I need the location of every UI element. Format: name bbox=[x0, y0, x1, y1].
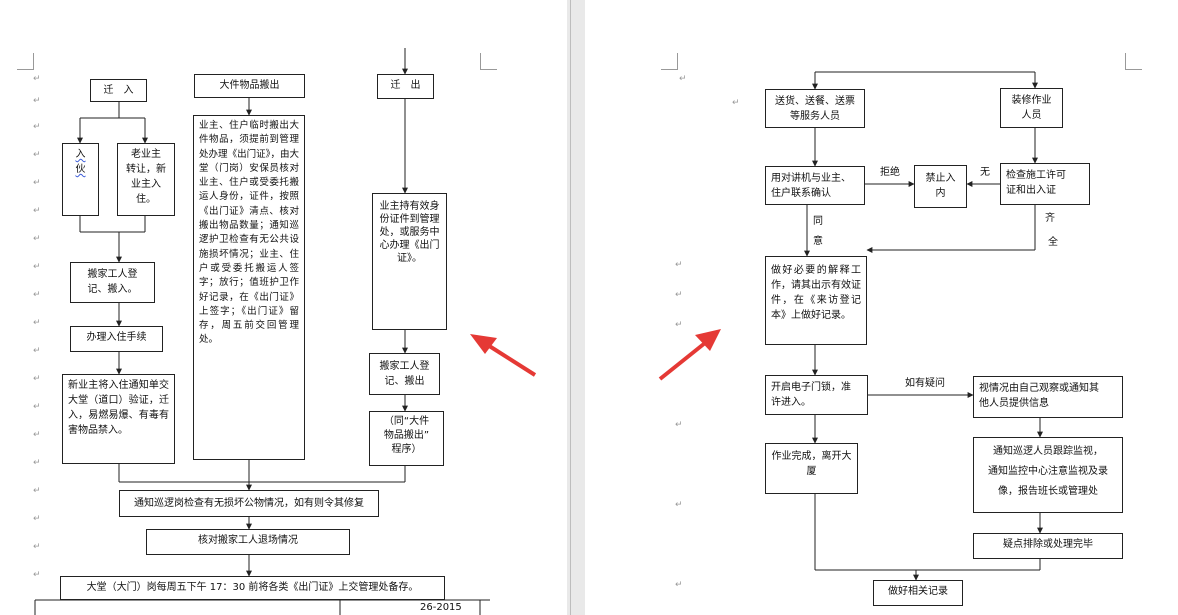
page-divider bbox=[570, 0, 571, 615]
red-arrow-icon bbox=[470, 334, 537, 377]
paragraph-mark: ↵ bbox=[33, 262, 41, 272]
open-door-box: 开启电子门锁，准 许进入。 bbox=[765, 375, 868, 415]
paragraph-mark: ↵ bbox=[33, 486, 41, 496]
move-out-detail-box: 业主持有效身份证件到管理处，或服务中心办理《出门证》。 bbox=[372, 193, 447, 330]
page-corner-mark bbox=[480, 53, 497, 70]
none-label: 无 bbox=[980, 167, 990, 178]
complete-label-b: 全 bbox=[1048, 237, 1058, 248]
paragraph-mark: ↵ bbox=[675, 290, 683, 300]
paragraph-mark: ↵ bbox=[675, 260, 683, 270]
lobby-submit-box: 大堂（大门）岗每周五下午 17：30 前将各类《出门证》上交管理处备存。 bbox=[60, 576, 445, 600]
doubt-clear-box: 疑点排除或处理完毕 bbox=[973, 533, 1123, 559]
reject-label: 拒绝 bbox=[880, 167, 900, 178]
paragraph-mark: ↵ bbox=[33, 122, 41, 132]
page-corner-mark bbox=[1125, 53, 1142, 70]
document-page-left: 迁 入 大件物品搬出 迁 出 入 伙 老业主 转让，新 业主入 住。 业主、住户… bbox=[0, 0, 567, 615]
paragraph-mark: ↵ bbox=[675, 420, 683, 430]
red-arrow-icon bbox=[658, 329, 721, 381]
paragraph-mark: ↵ bbox=[33, 290, 41, 300]
paragraph-mark: ↵ bbox=[33, 150, 41, 160]
doubt-label: 如有疑问 bbox=[905, 378, 945, 389]
notify-patrol-box: 通知巡逻岗检查有无损坏公物情况，如有则令其修复 bbox=[119, 490, 379, 517]
paragraph-mark: ↵ bbox=[33, 402, 41, 412]
document-page-right: 送货、送餐、送票 等服务人员 装修作业 人员 用对讲机与业主、 住户联系确认 拒… bbox=[585, 0, 1178, 615]
page-corner-mark bbox=[661, 53, 678, 70]
move-in-procedure-box: 办理入住手续 bbox=[70, 326, 163, 352]
paragraph-mark: ↵ bbox=[33, 96, 41, 106]
paragraph-mark: ↵ bbox=[33, 346, 41, 356]
paragraph-mark: ↵ bbox=[33, 206, 41, 216]
paragraph-mark: ↵ bbox=[675, 580, 683, 590]
flowchart-connectors-left bbox=[34, 48, 490, 615]
big-items-detail-box: 业主、住户临时搬出大件物品，须提前到管理处办理《出门证》，由大堂（门岗）安保员核… bbox=[193, 115, 305, 460]
verify-exit-box: 核对搬家工人退场情况 bbox=[146, 529, 350, 555]
explain-box: 做好必要的解释工作，请其出示有效证件，在《来访登记本》上做好记录。 bbox=[765, 256, 867, 345]
check-permit-box: 检查施工许可 证和出入证 bbox=[1000, 163, 1090, 205]
record-box: 做好相关记录 bbox=[873, 580, 963, 606]
renovation-staff-box: 装修作业 人员 bbox=[1000, 88, 1063, 128]
paragraph-mark: ↵ bbox=[33, 318, 41, 328]
paragraph-mark: ↵ bbox=[33, 430, 41, 440]
delivery-staff-box: 送货、送餐、送票 等服务人员 bbox=[765, 89, 865, 128]
no-entry-box: 禁止入 内 bbox=[914, 165, 967, 208]
big-items-box: 大件物品搬出 bbox=[194, 74, 305, 98]
paragraph-mark: ↵ bbox=[33, 178, 41, 188]
notify-monitor-box: 通知巡逻人员跟踪监视， 通知监控中心注意监视及录 像，报告班长或管理处 bbox=[973, 437, 1123, 513]
paragraph-mark: ↵ bbox=[33, 458, 41, 468]
new-owner-notice-box: 新业主将入住通知单交大堂（道口）验证，迁入，易燃易爆、有毒有害物品禁入。 bbox=[62, 374, 175, 464]
paragraph-mark: ↵ bbox=[675, 500, 683, 510]
mover-register-out-box: 搬家工人登 记、搬出 bbox=[369, 353, 440, 395]
footer-code: 26-2015 bbox=[420, 602, 462, 613]
agree-label: 同 意 bbox=[813, 216, 823, 247]
paragraph-mark: ↵ bbox=[675, 320, 683, 330]
observe-box: 视情况由自己观察或通知其 他人员提供信息 bbox=[973, 376, 1123, 418]
paragraph-mark: ↵ bbox=[679, 74, 687, 84]
page-gap bbox=[567, 0, 585, 615]
finish-work-box: 作业完成，离开大 厦 bbox=[765, 443, 858, 494]
owner-transfer-box: 老业主 转让，新 业主入 住。 bbox=[117, 143, 175, 216]
mover-register-in-box: 搬家工人登 记、搬入。 bbox=[70, 262, 155, 303]
move-out-box: 迁 出 bbox=[377, 74, 434, 99]
rent-in-text: 入 伙 bbox=[75, 149, 86, 175]
paragraph-mark: ↵ bbox=[33, 74, 41, 84]
paragraph-mark: ↵ bbox=[732, 98, 740, 108]
page-corner-mark bbox=[17, 53, 34, 70]
paragraph-mark: ↵ bbox=[33, 570, 41, 580]
flowchart-connectors-right bbox=[804, 71, 1043, 581]
paragraph-mark: ↵ bbox=[33, 374, 41, 384]
move-in-box: 迁 入 bbox=[90, 79, 147, 102]
rent-in-box: 入 伙 bbox=[62, 143, 99, 216]
complete-label-a: 齐 bbox=[1045, 213, 1055, 224]
same-as-big-items-box: （同“大件 物品搬出” 程序） bbox=[369, 411, 444, 466]
paragraph-mark: ↵ bbox=[33, 514, 41, 524]
paragraph-mark: ↵ bbox=[33, 542, 41, 552]
intercom-confirm-box: 用对讲机与业主、 住户联系确认 bbox=[765, 166, 865, 205]
paragraph-mark: ↵ bbox=[33, 234, 41, 244]
